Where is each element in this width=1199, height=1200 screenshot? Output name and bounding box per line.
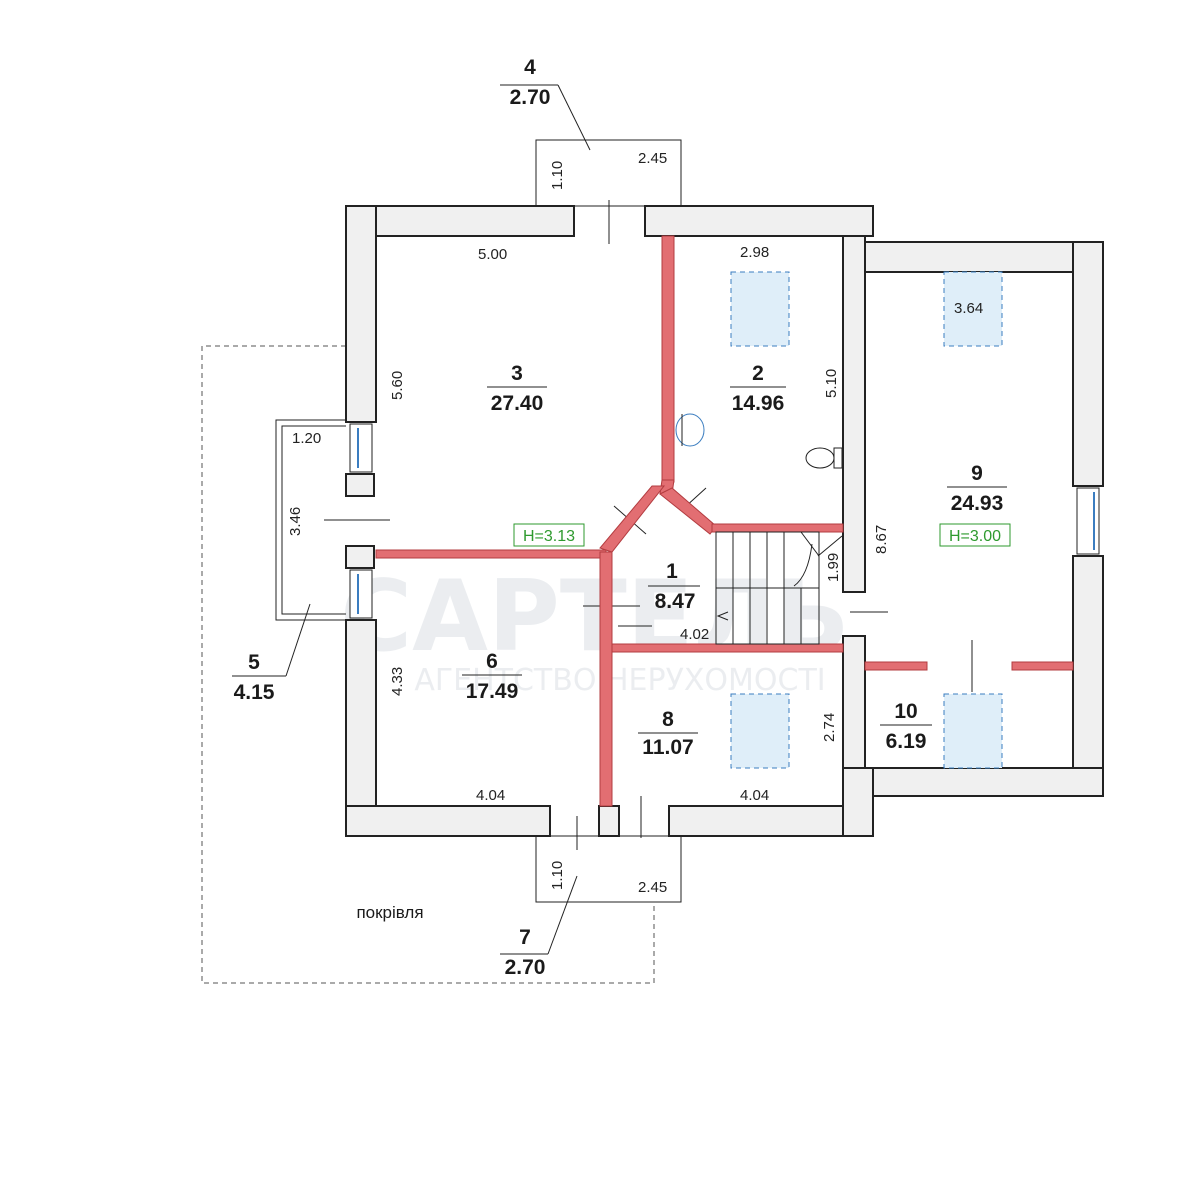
- room-8-area: 11.07: [642, 736, 693, 759]
- room-2-area: 14.96: [732, 392, 785, 415]
- watermark: САРТЕЛЬ АГЕНТСТВО НЕРУХОМОСТІ: [340, 560, 849, 698]
- dim-room2-width: 2.98: [740, 244, 769, 261]
- dim-balcony4-width: 2.45: [638, 150, 667, 167]
- dim-room9-width: 3.64: [954, 300, 983, 317]
- windows: [349, 423, 1100, 619]
- room-10-area: 6.19: [886, 730, 927, 753]
- balcony-5: [275, 419, 346, 621]
- room-6-number: 6: [486, 650, 498, 673]
- dim-balcony7-depth: 1.10: [549, 861, 566, 890]
- dim-room8-height: 2.74: [821, 713, 838, 742]
- dim-balcony5-height: 3.46: [287, 507, 304, 536]
- dim-room3-height: 5.60: [389, 371, 406, 400]
- balcony-4: [535, 139, 682, 207]
- room-3-number: 3: [511, 362, 523, 385]
- room-4-number: 4: [524, 56, 536, 79]
- height-labels: H=3.13 H=3.00: [513, 523, 1011, 547]
- room-1-number: 1: [666, 560, 678, 583]
- room-2-number: 2: [752, 362, 764, 385]
- watermark-logo: САРТЕЛЬ: [340, 560, 849, 674]
- dimension-labels: 1.10 2.45 5.00 5.60 2.98 5.10 3.64 8.67 …: [287, 150, 983, 896]
- toilet-icon: [805, 447, 843, 469]
- dim-room6-height: 4.33: [389, 667, 406, 696]
- height-left: H=3.13: [523, 528, 575, 545]
- room-1-area: 8.47: [655, 590, 696, 613]
- room-4-area: 2.70: [510, 86, 551, 109]
- leader-lines: [232, 84, 591, 955]
- dim-room3-width: 5.00: [478, 246, 507, 263]
- room-3-area: 27.40: [491, 392, 544, 415]
- room-10-number: 10: [894, 700, 917, 723]
- dim-balcony5-width: 1.20: [292, 430, 321, 447]
- room-7-area: 2.70: [505, 956, 546, 979]
- dim-room6-width: 4.04: [476, 787, 505, 804]
- room-5-area: 4.15: [234, 681, 275, 704]
- sink-icon: [675, 413, 705, 447]
- dim-stair-height: 1.99: [825, 553, 842, 582]
- outer-walls: [345, 205, 1104, 837]
- dim-room9-height: 8.67: [873, 525, 890, 554]
- balcony-7: [535, 835, 682, 903]
- room-5-number: 5: [248, 651, 260, 674]
- height-right: H=3.00: [949, 528, 1001, 545]
- roof-label: покрівля: [356, 903, 423, 922]
- room-labels: 1 8.47 2 14.96 3 27.40 4 2.70 5 4.15 6 1…: [234, 56, 1007, 979]
- room-7-number: 7: [519, 926, 531, 949]
- dim-balcony4-depth: 1.10: [549, 161, 566, 190]
- dim-room2-height: 5.10: [823, 369, 840, 398]
- room-8-number: 8: [662, 708, 674, 731]
- dim-room8-width: 4.04: [740, 787, 769, 804]
- room-9-area: 24.93: [951, 492, 1004, 515]
- room-6-area: 17.49: [466, 680, 519, 703]
- dim-hall-width: 4.02: [680, 626, 709, 643]
- watermark-tagline: АГЕНТСТВО НЕРУХОМОСТІ: [414, 663, 825, 698]
- partitions: [375, 235, 1074, 807]
- staircase: [715, 531, 820, 645]
- skylights: [730, 271, 1003, 769]
- dim-balcony7-width: 2.45: [638, 879, 667, 896]
- room-9-number: 9: [971, 462, 983, 485]
